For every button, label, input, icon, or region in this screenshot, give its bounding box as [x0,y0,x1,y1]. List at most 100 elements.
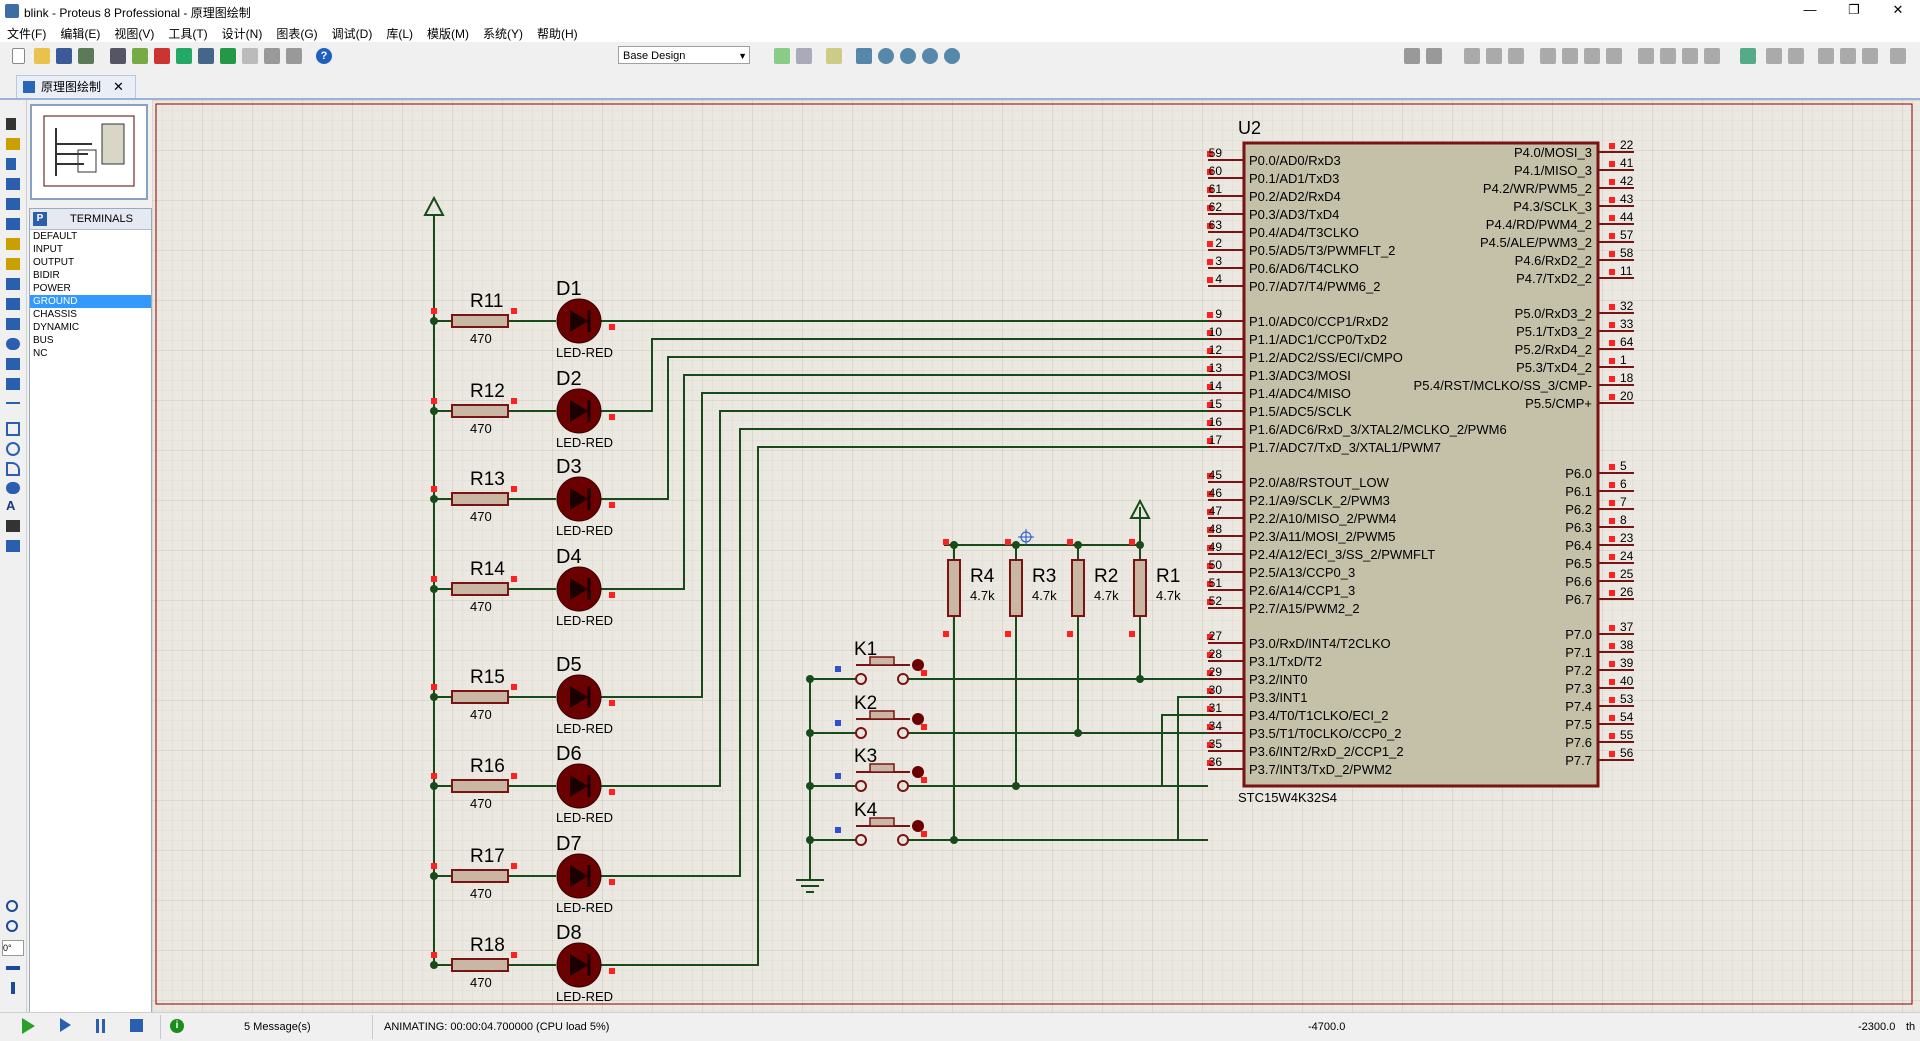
block-rotate-icon[interactable] [1584,48,1600,64]
terminal-item-chassis[interactable]: CHASSIS [33,309,77,320]
tape-recorder-icon[interactable] [6,318,20,330]
key-button-k1[interactable] [869,656,895,666]
rotate-anticlockwise-icon[interactable] [6,920,18,932]
menu-system[interactable]: 系统(Y) [483,27,523,41]
design-select[interactable]: Base Design▼ [618,46,750,64]
terminal-item-default[interactable]: DEFAULT [33,231,78,242]
zoom-in-icon[interactable] [878,48,894,64]
pan-icon[interactable] [856,48,872,64]
terminal-item-input[interactable]: INPUT [33,244,63,255]
project-notes-icon[interactable] [264,48,280,64]
menu-debug[interactable]: 调试(D) [331,27,373,41]
block-delete-icon[interactable] [1606,48,1622,64]
home-icon[interactable] [110,48,126,64]
menu-design[interactable]: 设计(N) [221,27,263,41]
new-sheet-icon[interactable] [1818,48,1834,64]
bus-icon[interactable] [6,218,20,230]
arc-tool-icon[interactable] [6,462,20,476]
undo-icon[interactable] [1404,48,1420,64]
maximize-button[interactable]: ❐ [1848,2,1860,17]
terminal-item-bus[interactable]: BUS [33,335,54,346]
save-all-icon[interactable] [78,48,94,64]
decompose-icon[interactable] [1704,48,1720,64]
tab-close-icon[interactable]: ✕ [113,79,124,94]
menu-edit[interactable]: 编辑(E) [60,27,101,41]
virtual-instruments-icon[interactable] [6,378,20,390]
symbol-tool-icon[interactable] [6,520,20,532]
menu-file[interactable]: 文件(F) [7,27,47,41]
resistor-r1[interactable] [1133,559,1147,617]
redo-icon[interactable] [1426,48,1442,64]
play-icon[interactable] [22,1018,35,1034]
new-file-icon[interactable] [12,48,25,64]
pcb-icon[interactable] [154,48,170,64]
resistor-r15[interactable] [451,690,509,704]
design-explorer-icon[interactable] [286,48,302,64]
make-device-icon[interactable] [1660,48,1676,64]
terminal-item-output[interactable]: OUTPUT [33,257,75,268]
help-icon[interactable]: ? [316,48,332,64]
stop-icon[interactable] [130,1019,143,1032]
gerber-icon[interactable] [198,48,214,64]
save-icon[interactable] [56,48,72,64]
bom-icon[interactable] [176,48,192,64]
zoom-out-icon[interactable] [900,48,916,64]
schematic-drawing[interactable]: R11470D1LED-REDR12470D2LED-REDR13470D3LE… [152,100,1920,1012]
3d-icon[interactable] [220,48,236,64]
property-assignment-icon[interactable] [1788,48,1804,64]
line-tool-icon[interactable] [6,402,20,404]
terminal-item-ground[interactable]: GROUND [30,295,151,308]
menu-view[interactable]: 视图(V) [114,27,155,41]
text-script-icon[interactable] [6,198,20,210]
block-move-icon[interactable] [1562,48,1578,64]
package-tool-icon[interactable] [1682,48,1698,64]
grid-icon[interactable] [796,48,812,64]
voltage-probe-icon[interactable] [6,358,20,370]
key-button-k3[interactable] [869,763,895,773]
box-tool-icon[interactable] [6,422,20,436]
block-copy-icon[interactable] [1540,48,1556,64]
menu-template[interactable]: 模版(M) [427,27,469,41]
menu-graph[interactable]: 图表(G) [276,27,318,41]
generator-icon[interactable] [6,338,20,350]
terminal-item-nc[interactable]: NC [33,348,48,359]
schematic-icon[interactable] [132,48,148,64]
pick-parts-icon[interactable] [1638,48,1654,64]
pick-terminal-icon[interactable]: P [33,212,47,226]
copy-icon[interactable] [1486,48,1502,64]
message-count[interactable]: 5 Message(s) [244,1021,311,1033]
source-code-icon[interactable] [242,48,258,64]
device-pins-icon[interactable] [6,278,20,290]
text-tool-icon[interactable]: A [6,498,16,513]
netlist-icon[interactable] [1890,48,1906,64]
wire-label-icon[interactable] [6,178,20,190]
resistor-r4[interactable] [947,559,961,617]
rotation-input[interactable]: 0° [2,940,24,956]
minimize-button[interactable]: — [1803,2,1817,17]
open-folder-icon[interactable] [34,48,50,64]
junction-dot-icon[interactable] [6,158,16,170]
resistor-r18[interactable] [451,958,509,972]
graph-mode-icon[interactable] [6,298,20,310]
terminal-item-power[interactable]: POWER [33,283,71,294]
terminal-item-dynamic[interactable]: DYNAMIC [33,322,80,333]
resistor-r3[interactable] [1009,559,1023,617]
subcircuit-icon[interactable] [6,238,20,250]
resistor-r17[interactable] [451,869,509,883]
menu-help[interactable]: 帮助(H) [537,27,578,41]
origin-icon[interactable] [826,48,842,64]
tab-schematic[interactable]: 原理图绘制 ✕ [16,75,136,98]
menu-tools[interactable]: 工具(T) [168,27,208,41]
wire-autorouter-icon[interactable] [1740,48,1756,64]
info-icon[interactable]: i [170,1019,184,1033]
resistor-r13[interactable] [451,492,509,506]
mirror-y-icon[interactable] [11,982,15,994]
key-button-k2[interactable] [869,710,895,720]
selection-mode-icon[interactable] [6,118,16,130]
terminal-item-bidir[interactable]: BIDIR [33,270,60,281]
mcu-body[interactable] [1242,141,1600,788]
step-icon[interactable] [60,1018,71,1032]
resistor-r16[interactable] [451,779,509,793]
